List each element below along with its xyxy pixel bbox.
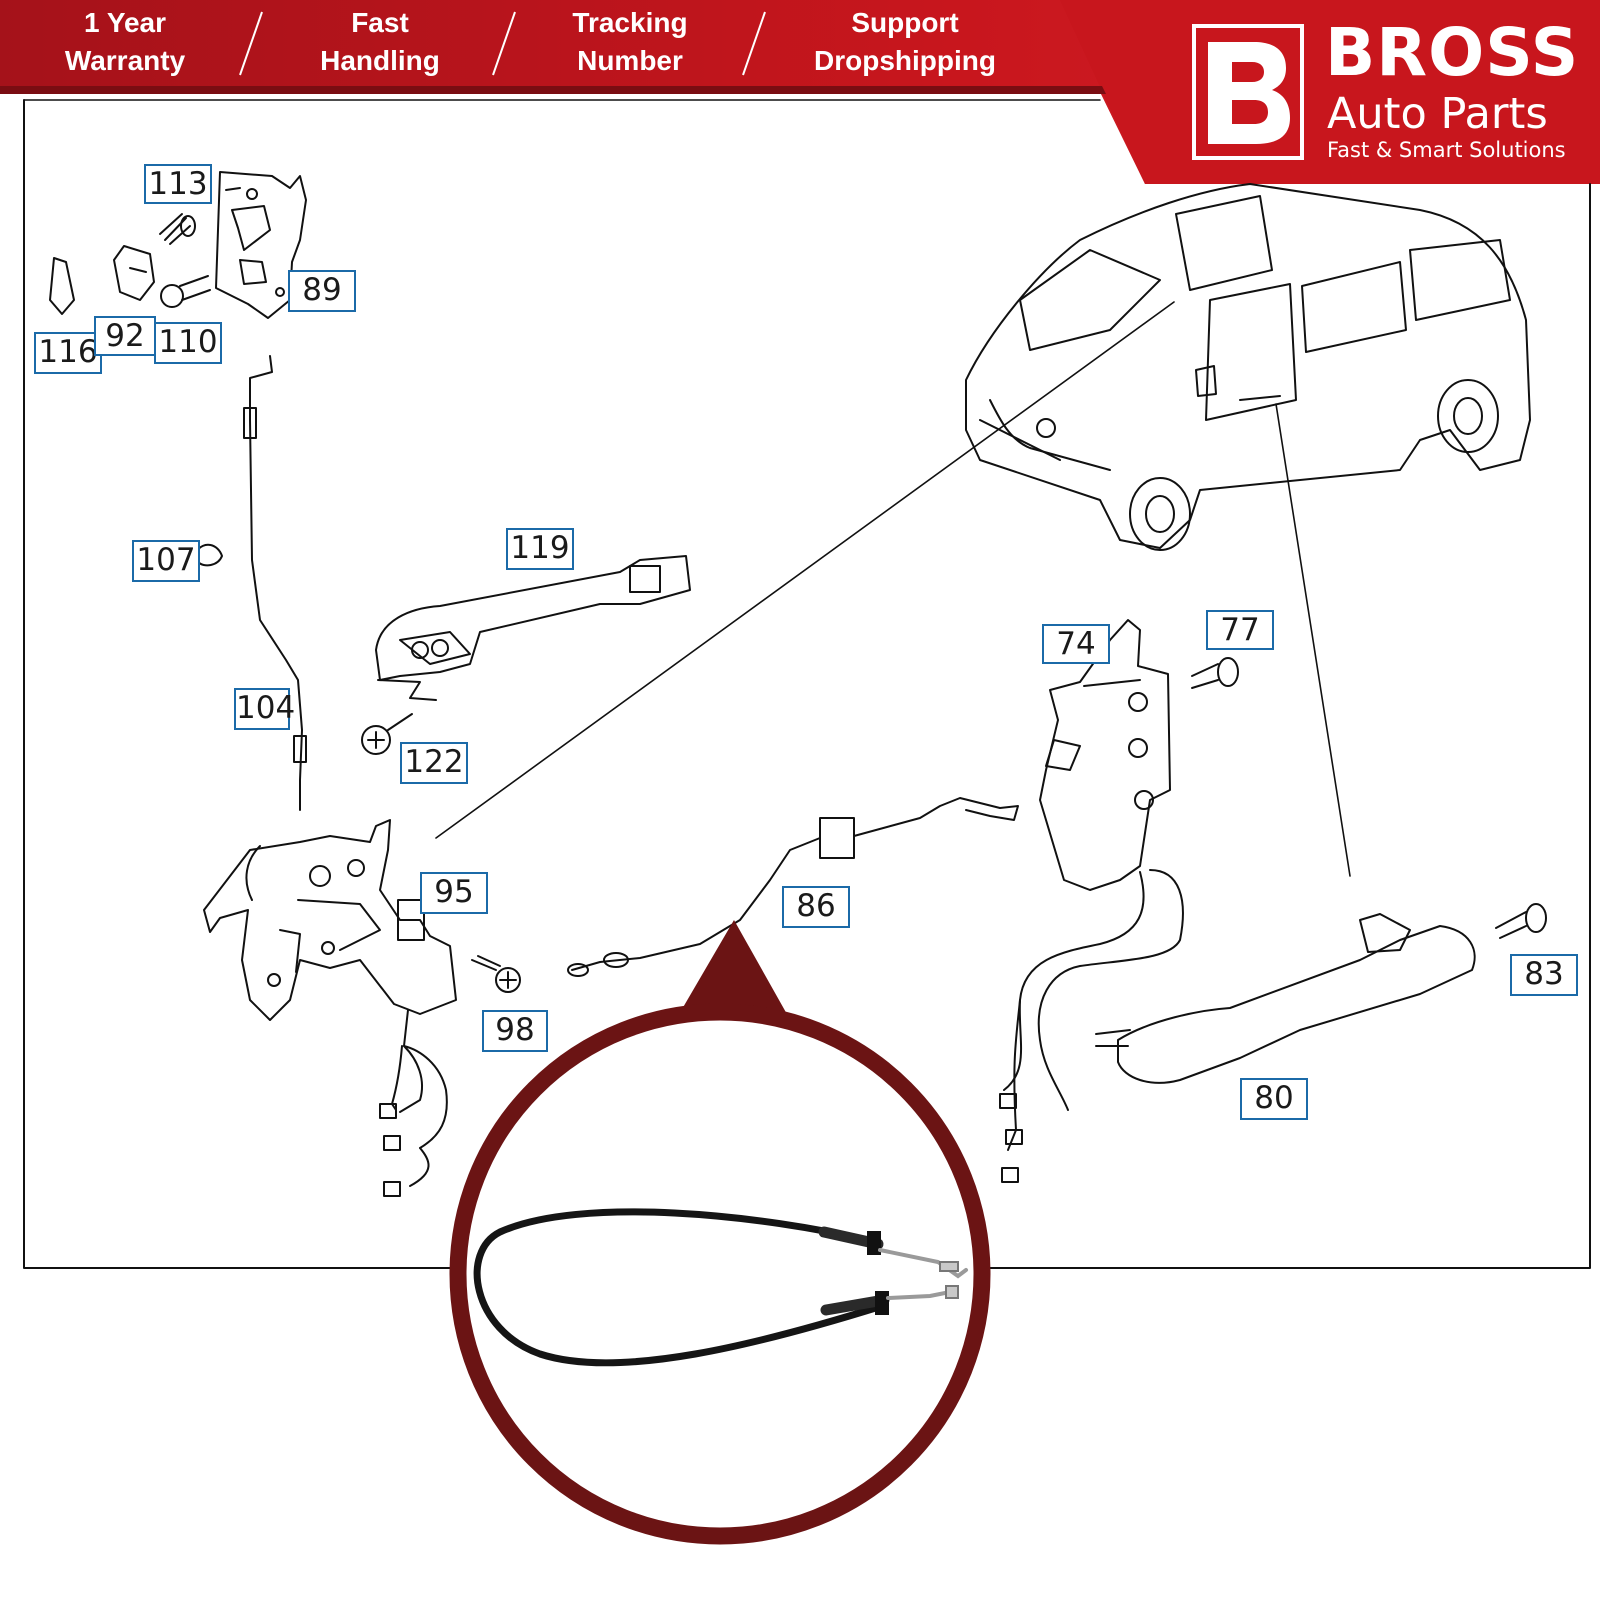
feature-line: 1 Year (83, 7, 167, 38)
feature-line: Dropshipping (814, 45, 996, 76)
wire-drawing (403, 1009, 448, 1149)
product-highlight (449, 920, 991, 1545)
feature-line: Warranty (64, 45, 186, 76)
feature-line: Fast (351, 7, 409, 38)
feature-dropshipping: Support Dropshipping (790, 4, 1020, 84)
callout-83: 83 (1510, 954, 1578, 996)
callout-119: 119 (506, 528, 574, 570)
screw-drawing (1191, 657, 1239, 689)
door-lock-mechanism-drawing (203, 819, 457, 1021)
feature-line: Handling (320, 45, 440, 76)
screw-drawing (160, 275, 211, 308)
lock-rod-drawing (243, 355, 307, 811)
leader-line (1275, 403, 1351, 877)
cable-drawing (567, 797, 1019, 977)
lock-bracket-drawing (215, 171, 307, 319)
callout-116: 116 (34, 332, 102, 374)
callout-80: 80 (1240, 1078, 1308, 1120)
brand-tagline: Fast & Smart Solutions (1327, 138, 1566, 162)
brand-name: BROSS (1325, 14, 1580, 91)
leader-line (435, 301, 1175, 839)
clip-drawing (195, 543, 223, 567)
clip-drawing (113, 245, 155, 301)
brand-subtitle: Auto Parts (1327, 89, 1548, 139)
callout-77: 77 (1206, 610, 1274, 650)
bross-logo-icon (1192, 24, 1304, 160)
feature-line: Support (851, 7, 959, 38)
feature-tracking: Tracking Number (540, 4, 720, 84)
callout-113: 113 (144, 164, 212, 204)
callout-98: 98 (482, 1010, 548, 1052)
feature-line: Tracking (572, 7, 688, 38)
callout-122: 122 (400, 742, 468, 784)
pointer-triangle-icon (678, 920, 788, 1016)
feature-handling: Fast Handling (290, 4, 470, 84)
screw-drawing (361, 713, 413, 755)
callout-89: 89 (288, 270, 356, 312)
screw-drawing (471, 955, 521, 993)
feature-warranty: 1 Year Warranty (40, 4, 210, 84)
outer-handle-drawing (1095, 913, 1476, 1084)
door-cable-product-icon (473, 1208, 968, 1367)
callout-86: 86 (782, 886, 850, 928)
top-banner: 1 Year Warranty Fast Handling Tracking N… (0, 0, 1600, 184)
screw-drawing (159, 213, 196, 245)
plate-drawing (49, 257, 75, 315)
callout-107: 107 (132, 540, 200, 582)
screw-drawing (1495, 903, 1547, 939)
callout-95: 95 (420, 872, 488, 914)
van-drawing (965, 183, 1531, 551)
inner-handle-drawing (375, 555, 691, 701)
callout-92: 92 (94, 316, 156, 356)
callout-104: 104 (234, 688, 295, 730)
sliding-door-lock-drawing (1039, 619, 1171, 891)
feature-line: Number (577, 45, 683, 76)
callout-74: 74 (1042, 624, 1110, 664)
wire-drawing (1037, 869, 1184, 1111)
callout-110: 110 (154, 322, 222, 364)
